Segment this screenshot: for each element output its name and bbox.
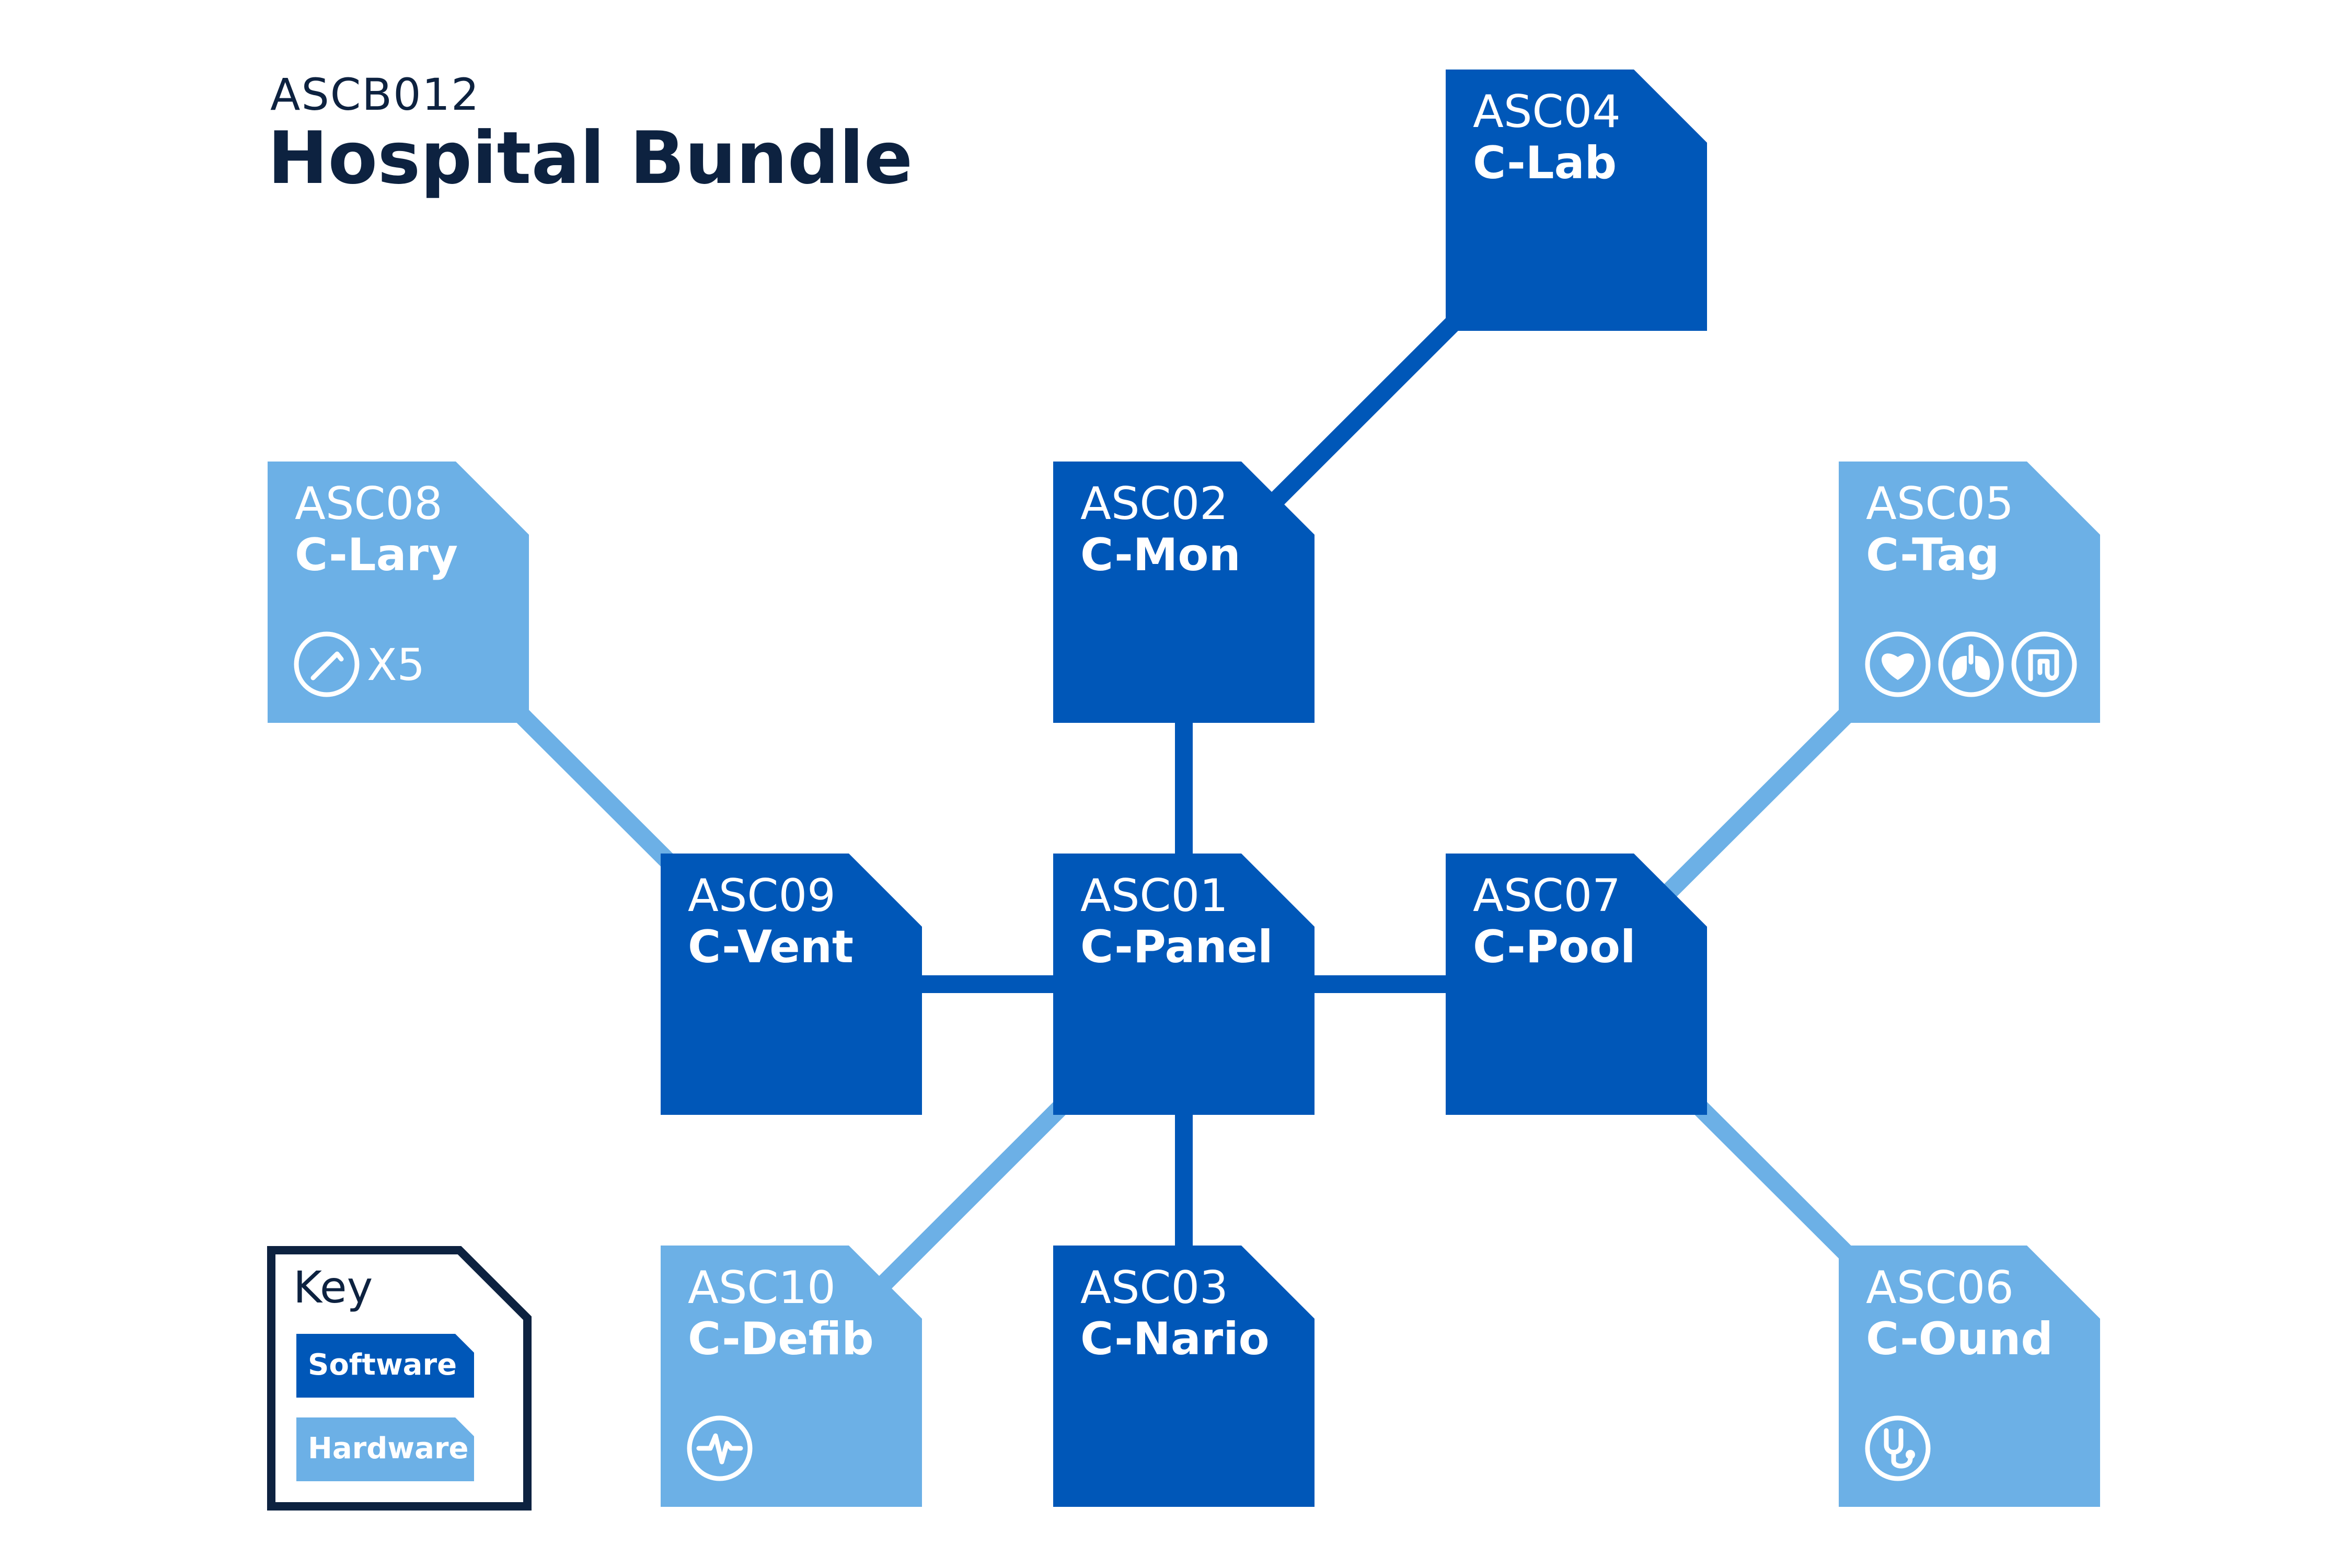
node-name: C-Lab [1473,137,1617,189]
laryngoscope-icon [294,631,360,697]
node-shape [1839,1246,2100,1507]
node-shape [1446,70,1707,331]
pulse-icon [687,1415,753,1481]
node-shape [1053,854,1315,1115]
node-shape [1053,1246,1315,1507]
node-name: C-Pool [1473,921,1635,973]
node-name: C-Vent [688,921,854,973]
edges-layer [391,193,1976,1383]
node-code: ASC03 [1080,1262,1228,1314]
legend-software: Software [296,1334,474,1398]
node-shape [661,854,922,1115]
bundle-code: ASCB012 [270,69,480,120]
legend-software-label: Software [308,1348,457,1382]
node-name: C-Mon [1080,529,1241,581]
node-code: ASC06 [1866,1262,2014,1314]
node-name: C-Tag [1866,529,1999,581]
node-shape [1053,462,1315,723]
legend-title: Key [293,1262,373,1313]
intestine-icon [2011,631,2077,697]
node-code: ASC04 [1473,86,1621,138]
legend-hardware-swatch [296,1417,474,1481]
nodes-layer: ASC04C-LabASC08C-LaryX5ASC02C-MonASC05C-… [268,70,2100,1507]
stethoscope-icon [1865,1415,1931,1481]
node-code: ASC02 [1080,478,1228,530]
node-shape [1446,854,1707,1115]
node-code: ASC08 [295,478,443,530]
node-name: C-Lary [295,529,458,581]
node-name: C-Ound [1866,1313,2053,1365]
legend-hardware: Hardware [296,1417,474,1481]
node-code: ASC01 [1080,870,1228,922]
legend-hardware-label: Hardware [308,1432,468,1466]
page-title: Hospital Bundle [268,116,913,200]
lungs-icon [1938,631,2004,697]
node-name: C-Panel [1080,921,1273,973]
node-name: C-Nario [1080,1313,1270,1365]
legend-software-swatch [296,1334,474,1398]
icon-count: X5 [367,639,425,690]
node-code: ASC09 [688,870,836,922]
node-name: C-Defib [688,1313,874,1365]
node-code: ASC10 [688,1262,836,1314]
node-code: ASC05 [1866,478,2014,530]
node-code: ASC07 [1473,870,1621,922]
heart-icon [1865,631,1931,697]
